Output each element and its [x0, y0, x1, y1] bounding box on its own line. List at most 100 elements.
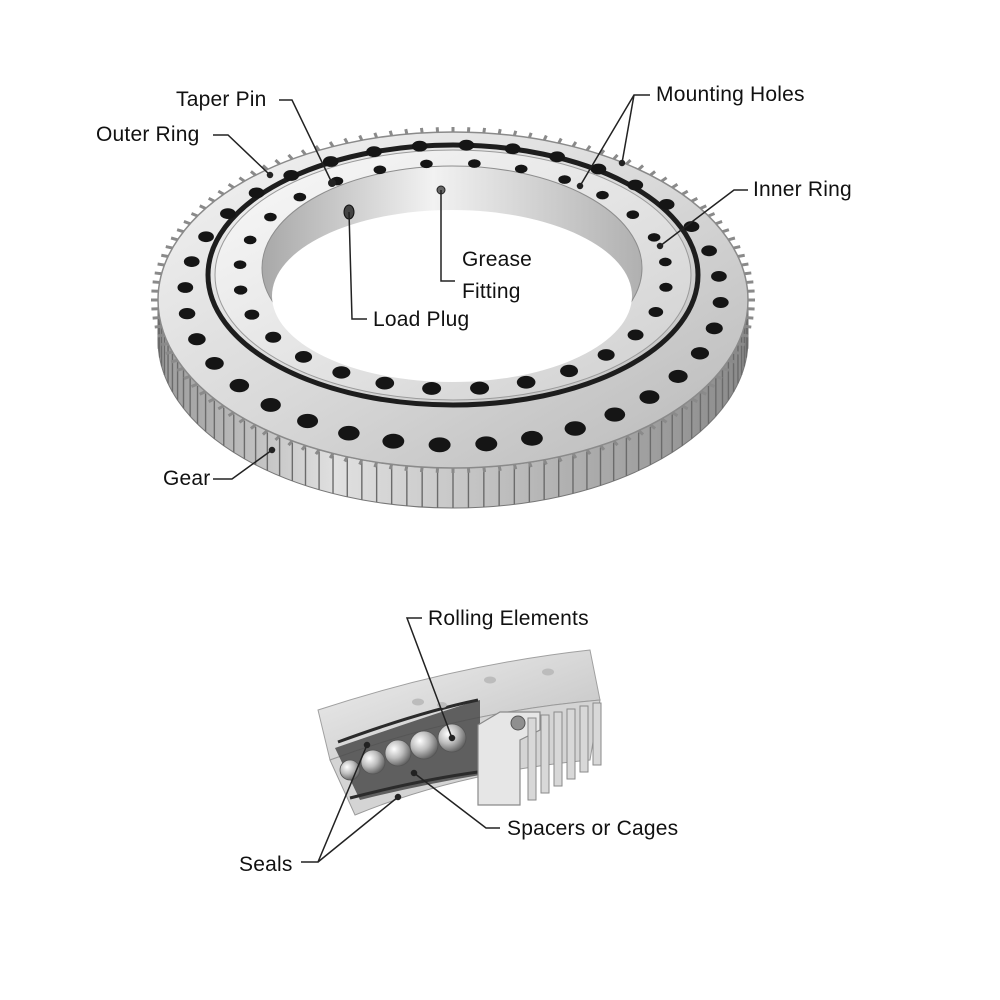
gear-tooth — [681, 404, 689, 411]
inner-mounting-hole — [647, 233, 661, 242]
gear-tooth — [690, 196, 699, 203]
gear-tooth — [300, 149, 307, 156]
gear-tooth — [227, 411, 235, 418]
gear-tooth — [388, 130, 394, 137]
gear-tooth — [746, 280, 754, 284]
outer-mounting-hole — [188, 333, 206, 346]
inner-mounting-hole — [265, 331, 282, 343]
gear-tooth — [419, 466, 424, 473]
gear-tooth — [152, 280, 160, 284]
cutaway-hole — [412, 698, 424, 706]
gear-tooth — [373, 132, 379, 139]
gear-tooth — [649, 170, 657, 177]
gear-tooth — [649, 423, 657, 430]
outer-mounting-hole — [248, 187, 265, 199]
inner-mounting-hole — [626, 210, 640, 220]
gear-tooth — [287, 439, 294, 447]
gear-tooth — [527, 132, 533, 139]
cutaway-hole — [542, 668, 554, 676]
inner-mounting-hole — [243, 235, 257, 245]
inner-mounting-hole — [558, 175, 571, 184]
gear-tooth — [497, 465, 502, 472]
gear-tooth — [746, 316, 754, 320]
leader-dot — [576, 182, 584, 190]
leader-rolling-elements — [405, 617, 453, 739]
gear-tooth — [599, 444, 606, 451]
outer-mounting-hole — [297, 413, 319, 429]
outer-mounting-hole — [458, 139, 475, 151]
label-outer-ring: Outer Ring — [96, 123, 200, 146]
outer-mounting-hole — [178, 307, 196, 320]
gear-tooth — [190, 212, 199, 218]
inner-mounting-hole — [373, 165, 387, 175]
gear-tooth — [637, 429, 645, 436]
gear-tooth — [737, 253, 745, 258]
gear-tooth — [157, 333, 165, 338]
gear-tooth — [373, 461, 379, 468]
gear-tooth — [741, 262, 749, 267]
seal-strip-upper — [337, 698, 479, 744]
leader-seals-b — [317, 796, 399, 863]
outer-mounting-hole — [322, 156, 339, 167]
gear-tooth — [261, 164, 269, 171]
inner-mounting-hole — [294, 350, 313, 363]
outer-mounting-hole — [475, 436, 498, 452]
leader-grease-fitting — [440, 190, 455, 282]
outer-mounting-hole — [521, 430, 543, 446]
leader-dot — [618, 159, 626, 167]
gear-tooth — [157, 262, 165, 267]
leader-dot — [363, 741, 371, 749]
gear-tooth — [527, 461, 533, 468]
leader-load-plug — [348, 211, 367, 320]
inner-mounting-hole — [470, 381, 490, 395]
gear-tooth — [715, 374, 723, 380]
gear-tooth — [199, 390, 207, 396]
outer-mounting-hole — [283, 170, 300, 181]
gear-tooth — [300, 444, 307, 451]
leader-dot — [394, 793, 402, 801]
outer-mounting-hole — [658, 199, 675, 210]
gear-tooth — [482, 127, 487, 134]
inner-mounting-hole — [597, 349, 615, 361]
gear-tooth — [707, 382, 716, 388]
gear-tooth — [557, 137, 563, 144]
seal-gap — [205, 142, 701, 408]
outer-mounting-hole — [366, 146, 382, 158]
gear-tooth — [287, 153, 294, 161]
outer-mounting-hole — [590, 163, 607, 175]
gear-tooth — [238, 417, 246, 424]
gear-tooth — [637, 164, 645, 171]
rolling-ball — [384, 739, 412, 767]
label-rolling-elements: Rolling Elements — [428, 607, 589, 630]
inner-mounting-hole — [659, 257, 672, 267]
cutaway-gear-teeth — [527, 702, 602, 801]
label-load-plug: Load Plug — [373, 308, 470, 331]
gear-tooth — [625, 434, 632, 442]
outer-mounting-hole — [627, 179, 644, 191]
gear-tooth — [328, 141, 335, 148]
gear-tooth — [671, 182, 679, 189]
gear-tooth — [728, 236, 736, 242]
leader-spacers-or-cages — [413, 772, 500, 829]
gear-side-teeth — [157, 310, 749, 508]
inner-mounting-hole — [560, 364, 579, 378]
gear-tooth — [165, 350, 173, 355]
inner-mounting-hole — [659, 282, 673, 292]
gear-tooth — [707, 212, 716, 218]
gear-tooth — [238, 176, 246, 183]
gear-tooth — [404, 128, 409, 135]
label-spacers-or-cages: Spacers or Cages — [507, 817, 679, 840]
outer-mounting-hole — [220, 208, 236, 220]
gear-tooth — [585, 448, 592, 456]
gear-tooth — [404, 465, 409, 472]
gear-tooth — [154, 324, 162, 329]
gear-tooth — [744, 271, 752, 276]
cutaway-tooth — [579, 705, 589, 773]
outer-mounting-hole — [564, 421, 586, 436]
label-mounting-holes: Mounting Holes — [656, 83, 805, 106]
gear-tooth — [274, 434, 281, 442]
cutaway-tooth — [527, 717, 537, 801]
slewing-bearing — [151, 127, 755, 509]
cutaway-tooth — [553, 711, 563, 787]
